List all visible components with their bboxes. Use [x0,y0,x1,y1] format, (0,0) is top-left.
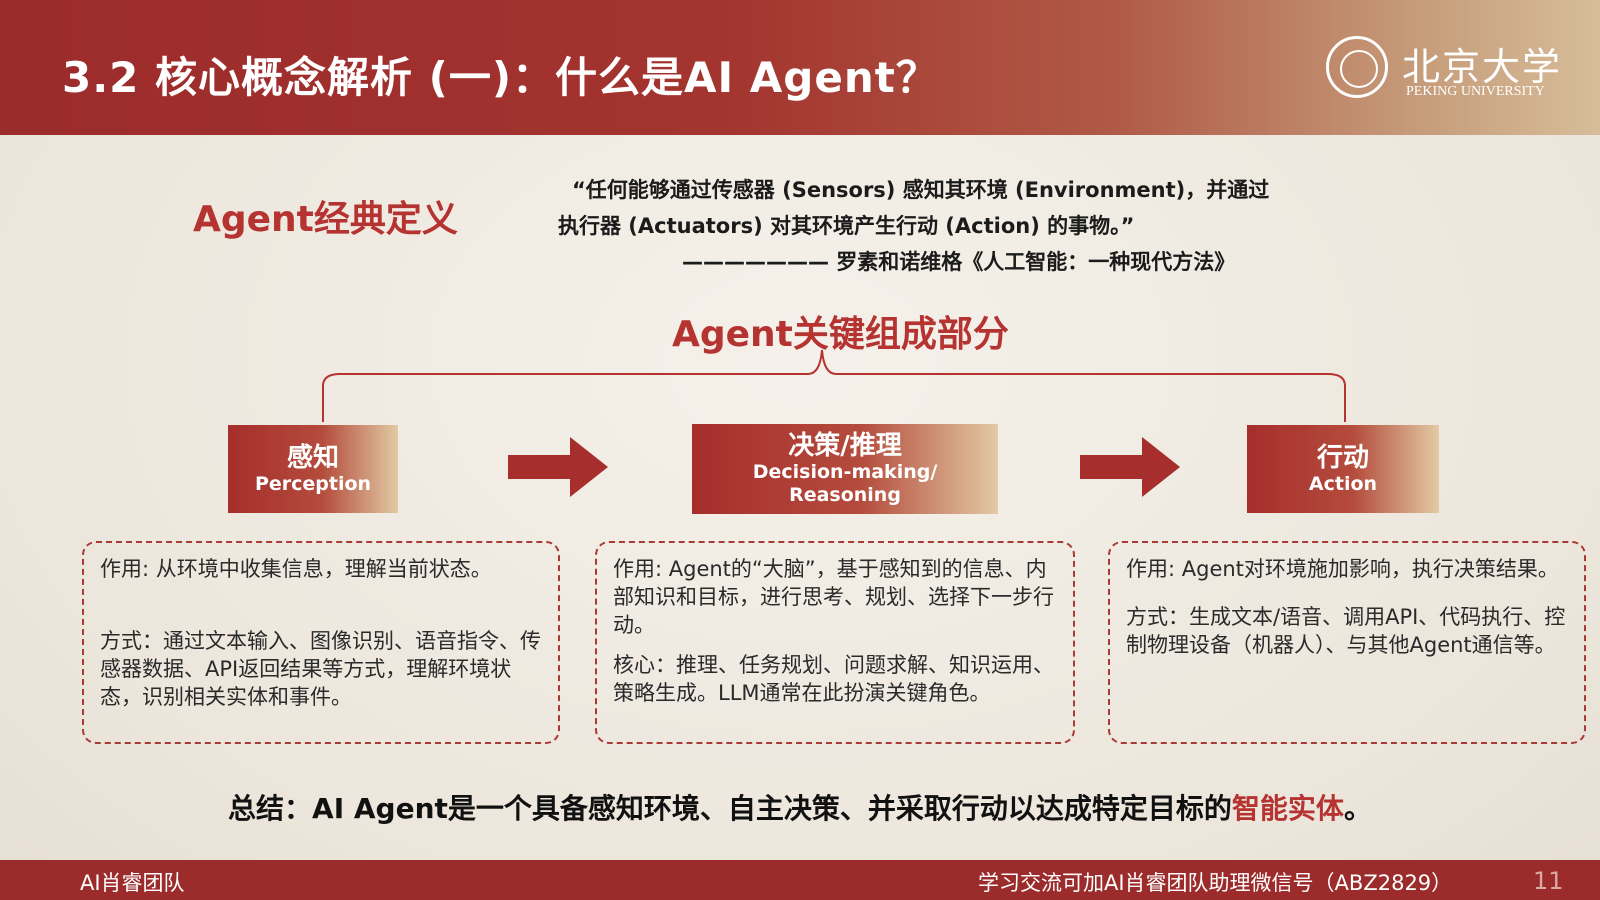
quote-line-1: “任何能够通过传感器 (Sensors) 感知其环境 (Environment)… [572,178,1270,202]
brace-connector [322,349,1346,422]
logo-english-name: PEKING UNIVERSITY [1406,84,1545,99]
footer-team: AI肖睿团队 [80,871,185,895]
page-number: 11 [1533,867,1564,895]
action-role: 作用: Agent对环境施加影响，执行决策结果。 [1126,557,1559,581]
decision-box: 决策/推理 Decision-making/ Reasoning [692,424,998,514]
logo-chinese-name: 北京大学 [1402,45,1563,89]
footer-bar: AI肖睿团队 学习交流可加AI肖睿团队助理微信号（ABZ2829） 11 [0,860,1600,900]
seal-icon [1326,36,1388,98]
perception-role: 作用: 从环境中收集信息，理解当前状态。 [100,557,492,581]
decision-method: 核心：推理、任务规划、问题求解、知识运用、策略生成。LLM通常在此扮演关键角色。 [613,653,1054,705]
perception-panel: 作用: 从环境中收集信息，理解当前状态。 方式：通过文本输入、图像识别、语音指令… [82,541,560,744]
quote-line-2: 执行器 (Actuators) 对其环境产生行动 (Action) 的事物。” [558,214,1135,238]
decision-title-cn: 决策/推理 [788,431,902,461]
definition-quote: “任何能够通过传感器 (Sensors) 感知其环境 (Environment)… [558,172,1318,280]
components-heading: Agent关键组成部分 [672,314,1009,355]
page-title: 3.2 核心概念解析 (一)：什么是AI Agent？ [62,53,939,102]
summary-text: 总结：AI Agent是一个具备感知环境、自主决策、并采取行动以达成特定目标的 [228,792,1232,825]
summary-end: 。 [1343,792,1372,825]
university-logo: 北京大学 PEKING UNIVERSITY [1326,36,1566,106]
footer-contact: 学习交流可加AI肖睿团队助理微信号（ABZ2829） [978,871,1453,895]
perception-box: 感知 Perception [228,425,398,513]
action-title-cn: 行动 [1316,442,1369,473]
decision-role: 作用: Agent的“大脑”，基于感知到的信息、内部知识和目标，进行思考、规划、… [613,557,1054,637]
action-title-en: Action [1308,472,1378,495]
arrow-right-icon [508,437,608,497]
action-panel: 作用: Agent对环境施加影响，执行决策结果。 方式：生成文本/语音、调用AP… [1108,541,1586,744]
decision-panel: 作用: Agent的“大脑”，基于感知到的信息、内部知识和目标，进行思考、规划、… [595,541,1075,744]
perception-title-en: Perception [254,472,372,495]
action-box: 行动 Action [1247,425,1439,513]
perception-title-cn: 感知 [286,442,339,473]
summary-highlight: 智能实体 [1231,792,1344,825]
arrow-right-icon [1080,437,1180,497]
header-bar: 3.2 核心概念解析 (一)：什么是AI Agent？ 北京大学 PEKING … [0,0,1600,135]
definition-heading: Agent经典定义 [193,199,458,240]
decision-title-en: Decision-making/ Reasoning [752,461,938,506]
quote-source: ——————— 罗素和诺维格《人工智能：一种现代方法》 [682,250,1236,274]
summary: 总结：AI Agent是一个具备感知环境、自主决策、并采取行动以达成特定目标的智… [0,787,1600,827]
action-method: 方式：生成文本/语音、调用API、代码执行、控制物理设备（机器人）、与其他Age… [1126,605,1566,657]
perception-method: 方式：通过文本输入、图像识别、语音指令、传感器数据、API返回结果等方式，理解环… [100,629,541,709]
